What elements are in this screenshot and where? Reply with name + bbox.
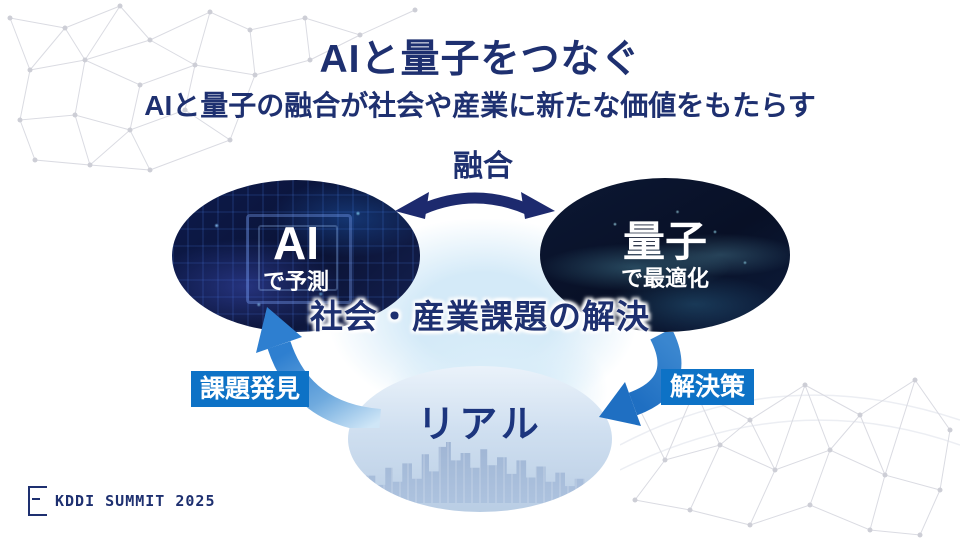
discovery-label: 課題発見: [191, 371, 310, 407]
chip-decoration: [246, 214, 352, 304]
solution-label: 解決策: [661, 369, 755, 405]
node-quantum-label: 量子: [622, 217, 707, 265]
node-quantum-sublabel: で最適化: [620, 266, 709, 291]
discovery-arrow-icon: [256, 307, 382, 428]
node-real: リアル: [348, 366, 612, 512]
fusion-label: 融合: [453, 150, 513, 183]
chip-inner-decoration: [258, 225, 338, 291]
fusion-double-arrow-icon: [395, 192, 555, 219]
kddi-summit-logo-icon: [28, 486, 47, 516]
node-ai: AI で予測: [172, 180, 420, 332]
node-quantum: 量子 で最適化: [540, 178, 790, 332]
kddi-summit-logo-text: KDDI SUMMIT 2025: [55, 492, 216, 510]
kddi-summit-logo: KDDI SUMMIT 2025: [28, 486, 216, 516]
node-ai-sublabel: で予測: [262, 268, 329, 294]
network-mesh-top-left-decoration: [7, 3, 418, 173]
kddi-summit-logo-dash: [32, 497, 40, 500]
node-real-label: リアル: [417, 404, 543, 447]
center-label: 社会・産業課題の解決: [310, 298, 650, 335]
slide-title: AIと量子をつなぐ: [319, 38, 641, 81]
node-ai-label: AI: [272, 217, 319, 270]
slide-subtitle: AIと量子の融合が社会や産業に新たな価値をもたらす: [144, 90, 816, 121]
